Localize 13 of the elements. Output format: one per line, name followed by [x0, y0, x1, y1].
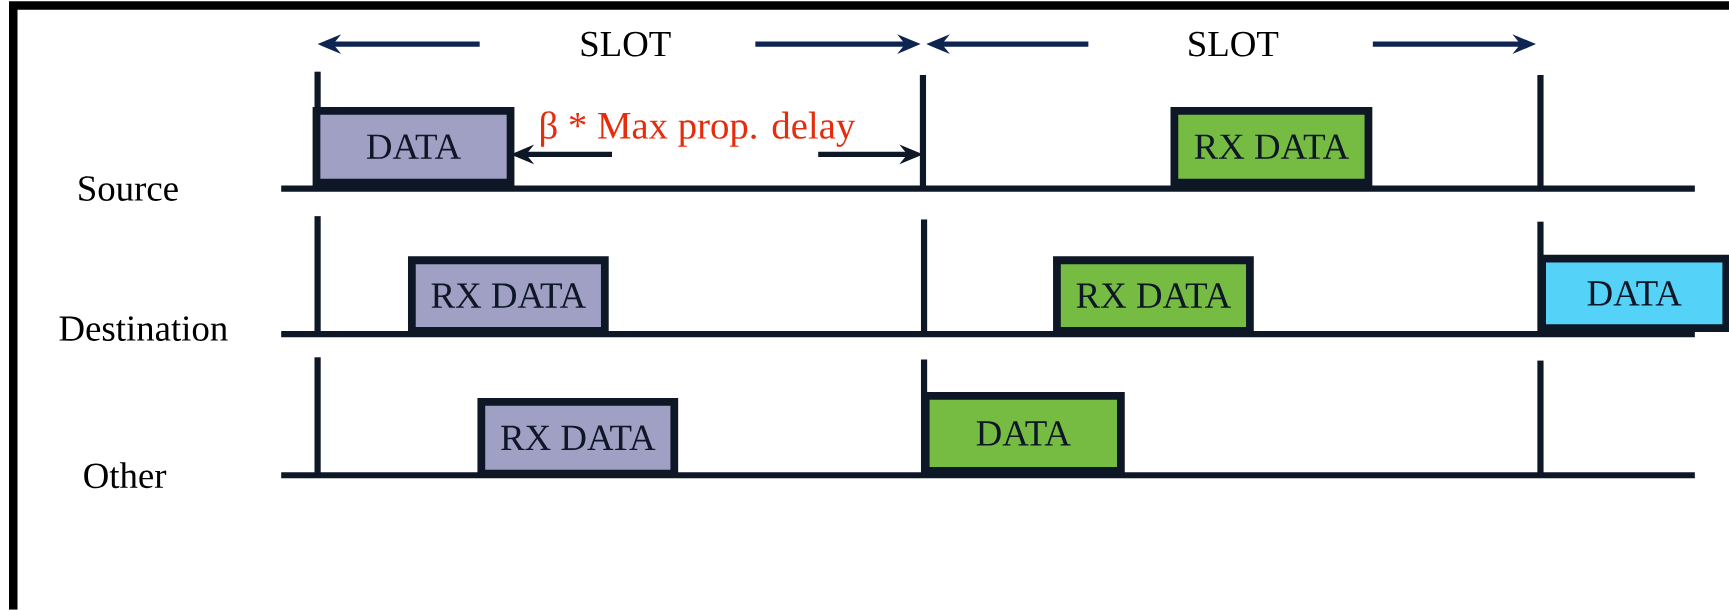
text-label: β * Max prop. delay — [541, 111, 856, 147]
data-packet-box: RX DATA — [1053, 256, 1254, 335]
text-label: Destination — [59, 316, 228, 342]
data-packet-box: RX DATA — [1170, 107, 1373, 187]
data-packet-box: DATA — [921, 392, 1125, 475]
text-label: SLOT — [581, 31, 671, 57]
text-label: SLOT — [1189, 31, 1279, 57]
text-label: Other — [84, 462, 167, 489]
text-label: Source — [79, 176, 178, 202]
data-packet-box: DATA — [1538, 254, 1729, 333]
data-packet-box: RX DATA — [477, 398, 679, 478]
data-packet-box: DATA — [312, 107, 515, 187]
data-packet-box: RX DATA — [408, 256, 609, 335]
